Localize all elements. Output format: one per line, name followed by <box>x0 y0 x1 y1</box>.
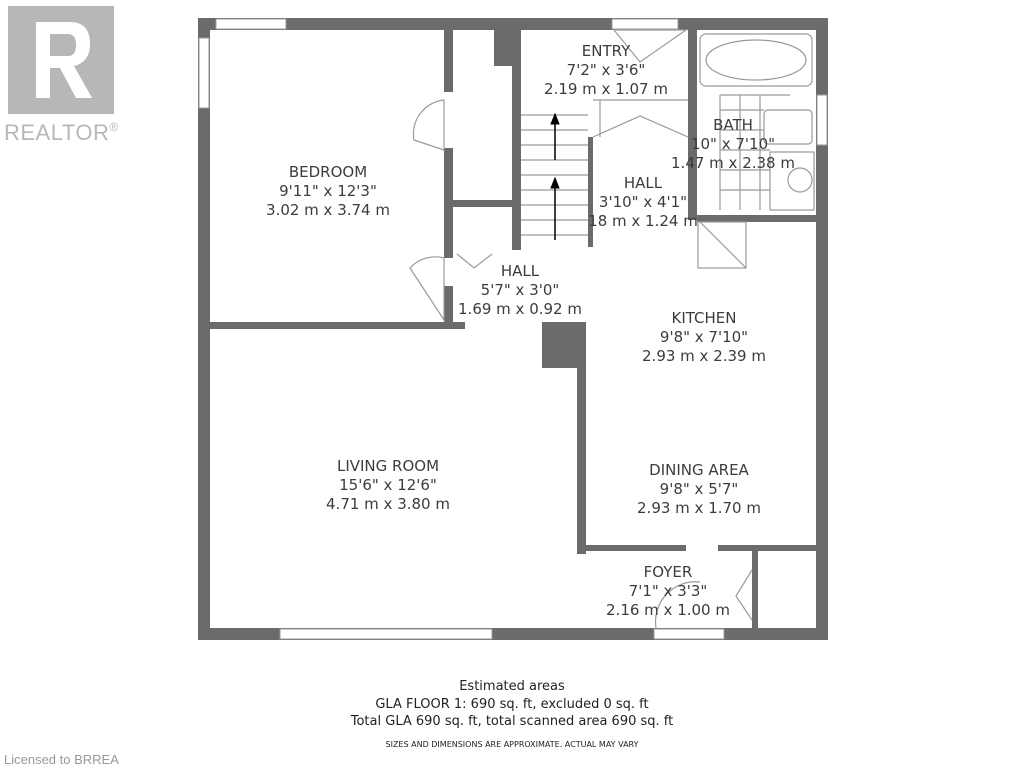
room-name: BATH <box>713 116 753 134</box>
room-name: ENTRY <box>581 42 631 60</box>
room-name: DINING AREA <box>649 461 749 479</box>
room-metric: 2.16 m x 1.00 m <box>606 601 730 619</box>
room-label-entry: ENTRY 7'2" x 3'6" 2.19 m x 1.07 m <box>544 42 668 99</box>
room-metric: 18 m x 1.24 m <box>588 212 698 230</box>
room-metric: 2.93 m x 2.39 m <box>642 347 766 365</box>
room-name: HALL <box>500 262 540 280</box>
disclaimer: SIZES AND DIMENSIONS ARE APPROXIMATE. AC… <box>385 740 639 749</box>
room-imperial: 9'11" x 12'3" <box>279 182 377 200</box>
realtor-logo: REALTOR® <box>4 6 122 145</box>
room-label-bath: BATH 10" x 7'10" 1.47 m x 2.38 m <box>671 116 795 173</box>
room-label-living: LIVING ROOM 15'6" x 12'6" 4.71 m x 3.80 … <box>326 457 450 514</box>
realtor-wordmark: REALTOR® <box>4 120 119 146</box>
room-label-dining: DINING AREA 9'8" x 5'7" 2.93 m x 1.70 m <box>637 461 761 518</box>
room-imperial: 15'6" x 12'6" <box>339 476 437 494</box>
room-imperial: 10" x 7'10" <box>690 135 776 153</box>
room-name: LIVING ROOM <box>336 457 440 475</box>
room-metric: 3.02 m x 3.74 m <box>266 201 390 219</box>
room-imperial: 3'10" x 4'1" <box>598 193 688 211</box>
room-name: HALL <box>623 174 663 192</box>
areas-floor-line: GLA FLOOR 1: 690 sq. ft, excluded 0 sq. … <box>375 697 649 712</box>
license-text: Licensed to BRREA <box>4 752 119 767</box>
room-metric: 1.69 m x 0.92 m <box>458 300 582 318</box>
registered-mark: ® <box>109 120 119 134</box>
room-metric: 1.47 m x 2.38 m <box>671 154 795 172</box>
room-label-bedroom: BEDROOM 9'11" x 12'3" 3.02 m x 3.74 m <box>266 163 390 220</box>
room-imperial: 5'7" x 3'0" <box>480 281 560 299</box>
room-imperial: 9'8" x 7'10" <box>659 328 749 346</box>
realtor-r-icon <box>8 6 114 114</box>
stair-arrows <box>550 112 560 240</box>
areas-heading: Estimated areas <box>459 679 565 694</box>
room-imperial: 9'8" x 5'7" <box>659 480 739 498</box>
room-metric: 2.93 m x 1.70 m <box>637 499 761 517</box>
room-name: KITCHEN <box>671 309 737 327</box>
room-label-kitchen: KITCHEN 9'8" x 7'10" 2.93 m x 2.39 m <box>642 309 766 366</box>
room-label-hall-lower: HALL 5'7" x 3'0" 1.69 m x 0.92 m <box>458 262 582 319</box>
room-label-hall-upper: HALL 3'10" x 4'1" 18 m x 1.24 m <box>588 174 698 231</box>
plan-inner-walls <box>210 30 816 628</box>
room-name: BEDROOM <box>288 163 368 181</box>
room-metric: 4.71 m x 3.80 m <box>326 495 450 513</box>
room-label-foyer: FOYER 7'1" x 3'3" 2.16 m x 1.00 m <box>606 563 730 620</box>
areas-total-line: Total GLA 690 sq. ft, total scanned area… <box>350 714 674 729</box>
room-imperial: 7'1" x 3'3" <box>628 582 708 600</box>
room-metric: 2.19 m x 1.07 m <box>544 80 668 98</box>
room-imperial: 7'2" x 3'6" <box>566 61 646 79</box>
plan-windows <box>198 18 828 640</box>
realtor-brand-text: REALTOR <box>4 120 110 145</box>
room-name: FOYER <box>643 563 693 581</box>
